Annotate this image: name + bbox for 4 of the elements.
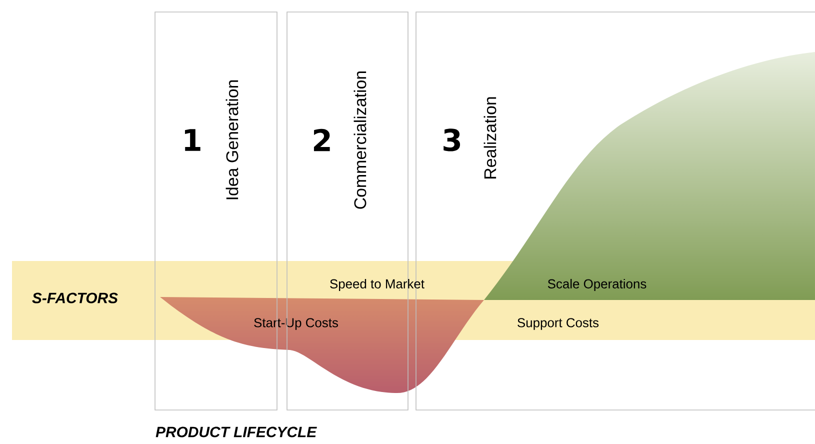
- factor-label: Support Costs: [518, 318, 599, 330]
- growth-area: Scale Operations: [548, 278, 646, 292]
- section-label: PRODUCT LIFECYCLE: [156, 426, 317, 438]
- band-heading: S-FACTORS: [32, 292, 118, 304]
